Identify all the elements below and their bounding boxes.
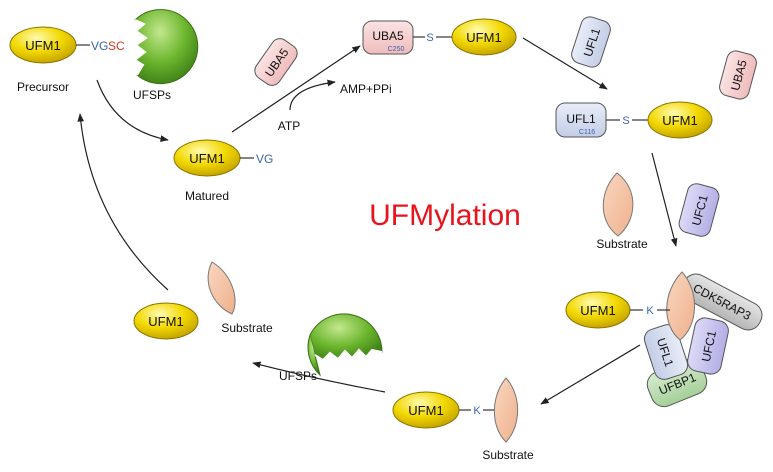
substrate-right-shape [602, 172, 634, 237]
ufm1-on-ufl1 [647, 101, 713, 139]
matured-vg: VG [256, 152, 273, 166]
substrate-product-label: Substrate [482, 448, 534, 462]
ufsp-bottom-label: UFSPs [279, 369, 317, 383]
arrow-recycle-to-precursor [77, 113, 169, 291]
atp-label: ATP [278, 119, 300, 133]
precursor-label: Precursor [17, 80, 69, 94]
ufc1-free-box [678, 183, 720, 237]
substrate-right-label: Substrate [596, 237, 648, 251]
ufsp-top-shape [134, 9, 199, 85]
ufm1-product-label: UFM1 [408, 403, 443, 418]
ufmylated-substrate: UFM1 K Substrate [392, 377, 534, 462]
ufm1-released [133, 302, 199, 340]
uba5-released: UBA5 [719, 50, 757, 100]
substrate-product-shape [493, 377, 519, 443]
matured-group: UFM1 VG Matured [173, 139, 273, 203]
ufc1-bound: UFC1 [687, 317, 729, 375]
arrow-atp-to-amp [289, 79, 336, 111]
ufc1-bound-box [687, 317, 729, 375]
ufl1-c116: C116 [579, 129, 595, 136]
ufm1-on-uba5 [451, 18, 517, 56]
ufl1-bound: UFL1 [643, 324, 689, 380]
arrow-matured-to-uba5 [231, 45, 361, 133]
uba5-complex-label: UBA5 [372, 29, 404, 43]
ufsp-bottom: UFSPs [279, 313, 383, 383]
ufm1-on-ufl1-label: UFM1 [662, 113, 697, 128]
precursor-group: UFM1 VG SC Precursor [9, 26, 125, 94]
product-k: K [473, 405, 481, 417]
arrow-ufl1-to-complex [651, 152, 678, 247]
precursor-vg: VG [91, 39, 108, 53]
ufl1-s: S [622, 115, 629, 127]
ufsp-top: UFSPs [133, 9, 199, 102]
complex-k: K [646, 305, 654, 317]
uba5-c250: C250 [388, 46, 405, 53]
released-group: UFM1 Substrate [133, 261, 273, 340]
ufl1-ufm1-complex: UFL1 C116 S UFM1 [555, 101, 713, 139]
arrow-precursor-to-matured [96, 79, 169, 142]
ufm1-precursor-label: UFM1 [25, 38, 60, 53]
ufsp-top-label: UFSPs [133, 88, 171, 102]
ufm1-on-uba5-label: UFM1 [466, 30, 501, 45]
uba5-s: S [426, 32, 433, 44]
precursor-sc: SC [108, 39, 125, 53]
substrate-released-label: Substrate [221, 321, 273, 335]
substrate-released-shape [207, 261, 236, 315]
ufmylation-complex: UFBP1 CDK5RAP3 UFL1 UFC1 UFM1 K [565, 271, 763, 408]
title: UFMylation [369, 199, 521, 232]
ufl1-free-box [571, 16, 611, 68]
amp-ppi-label: AMP+PPi [340, 82, 392, 96]
matured-label: Matured [185, 189, 229, 203]
ufl1-bound-box [643, 324, 689, 380]
uba5-released-box [719, 50, 757, 100]
arrow-product-to-released [252, 361, 386, 393]
arrow-uba5-to-ufl1 [522, 37, 608, 90]
ufl1-complex-label: UFL1 [566, 112, 596, 126]
ufc1-bound-label: UFC1 [699, 329, 719, 363]
ufsp-bottom-side [307, 334, 321, 377]
arrow-complex-to-product [540, 344, 641, 405]
ufc1-free: UFC1 [678, 183, 720, 237]
ufl1-free: UFL1 [571, 16, 611, 68]
ufm1-matured-label: UFM1 [189, 151, 224, 166]
substrate-right: Substrate [596, 172, 648, 251]
substrate-in-complex [666, 271, 695, 341]
uba5-free: UBA5 [254, 38, 298, 86]
ufm1-in-complex-label: UFM1 [580, 303, 615, 318]
ufsp-top-teeth [133, 19, 148, 76]
uba5-free-box [254, 38, 298, 86]
uba5-ufm1-complex: UBA5 C250 S UFM1 [362, 18, 517, 56]
ufm1-released-label: UFM1 [148, 314, 183, 329]
ufsp-bottom-teeth [314, 348, 383, 362]
